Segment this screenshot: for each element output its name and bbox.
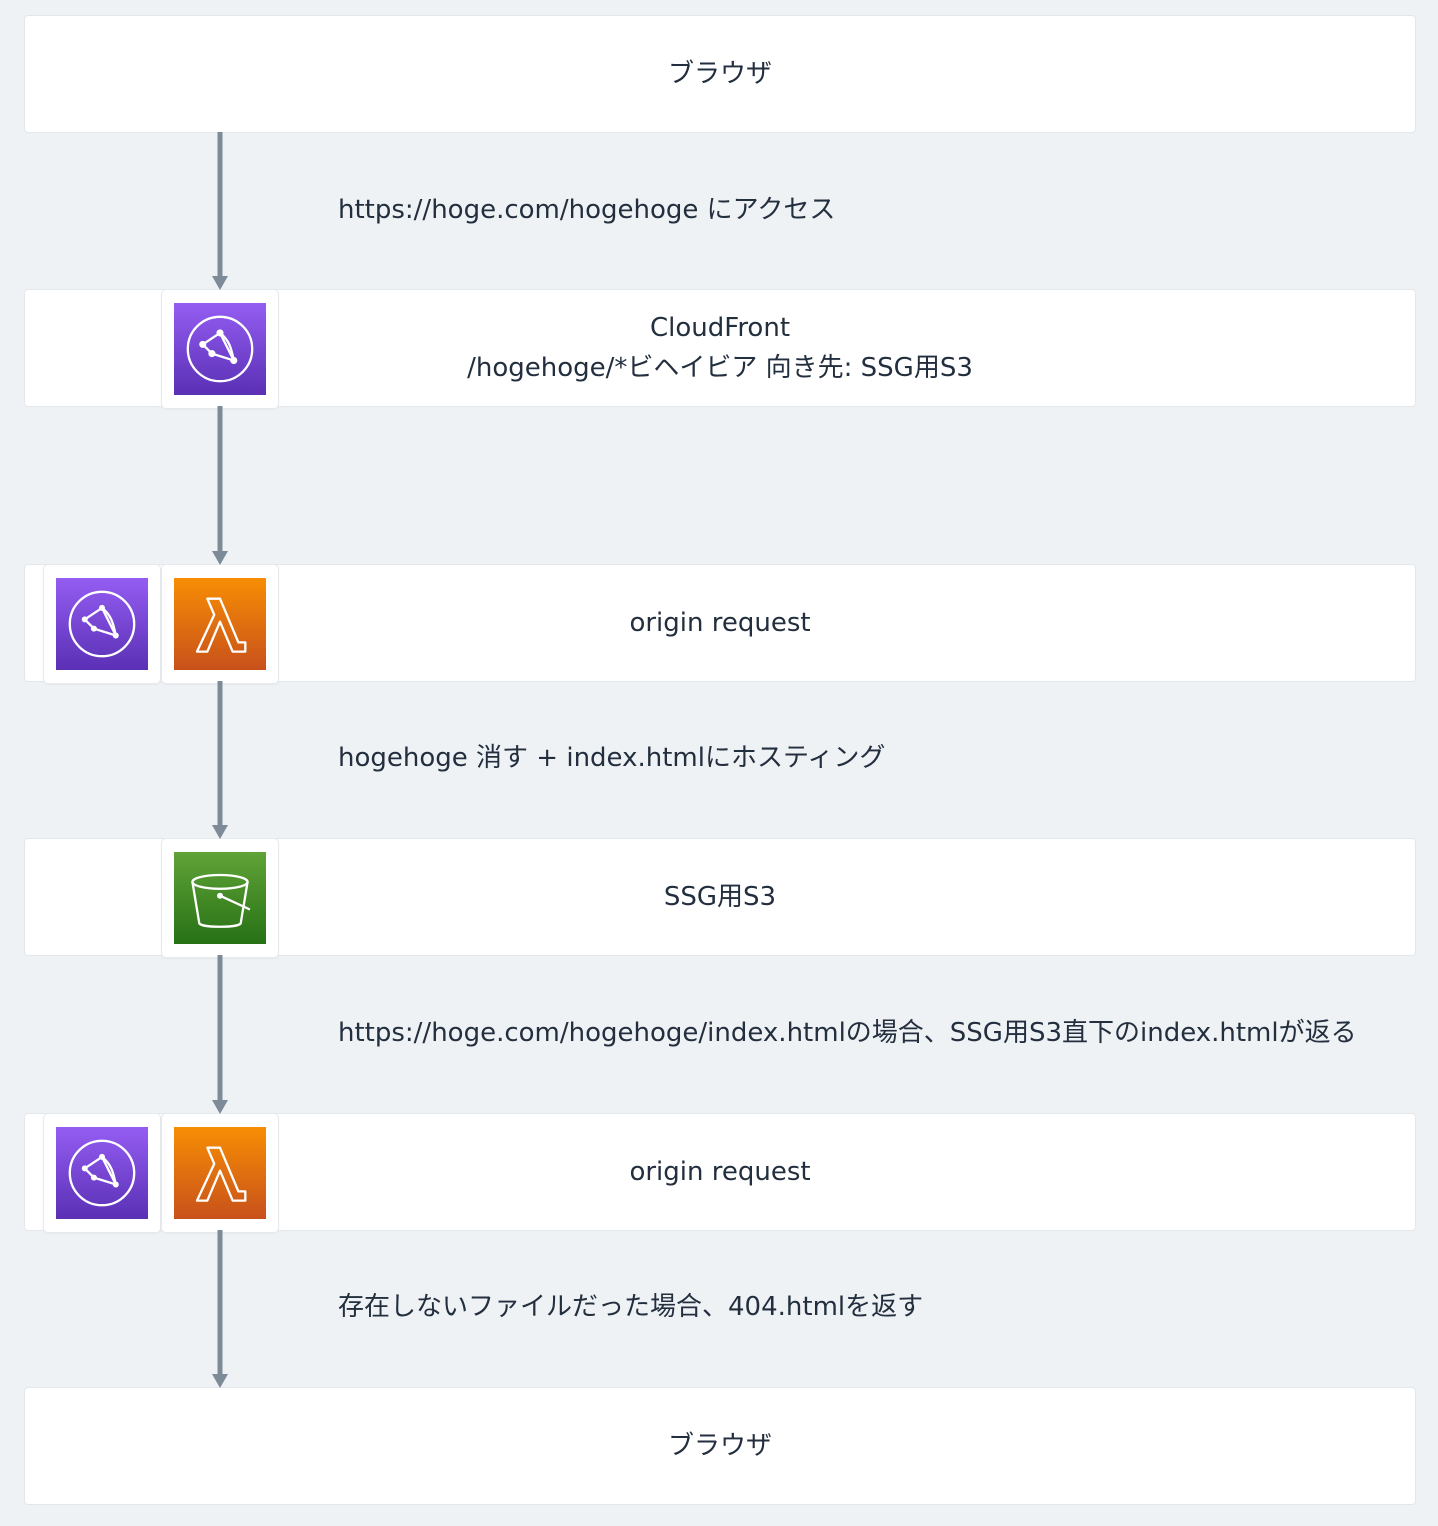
browser-bottom-label: ブラウザ [667, 1431, 772, 1461]
cloudfront-icon-card-2 [44, 565, 160, 683]
ssg-s3-label: SSG用S3 [663, 882, 777, 912]
arrow-2 [212, 406, 228, 565]
cloudfront-icon [56, 578, 148, 670]
edge-label-access: https://hoge.com/hogehoge にアクセス [338, 195, 836, 225]
lambda-icon-card-2 [162, 1114, 278, 1232]
arrow-5 [212, 1230, 228, 1388]
s3-bucket-icon [174, 852, 266, 944]
origin-request-2-label: origin request [629, 1157, 811, 1187]
arrow-4 [212, 955, 228, 1114]
cloudfront-icon [174, 303, 266, 395]
cloudfront-icon [56, 1127, 148, 1219]
cloudfront-icon-card [162, 290, 278, 408]
cloudfront-icon-card-3 [44, 1114, 160, 1232]
cloudfront-subtitle: /hogehoge/*ビヘイビア 向き先: SSG用S3 [467, 353, 973, 383]
s3-icon-card [162, 839, 278, 957]
browser-top-node: ブラウザ [25, 16, 1415, 132]
browser-bottom-node: ブラウザ [25, 1388, 1415, 1504]
edge-label-hosting: hogehoge 消す + index.htmlにホスティング [338, 743, 886, 773]
origin-request-1-label: origin request [629, 608, 811, 638]
browser-top-label: ブラウザ [667, 59, 772, 89]
edge-label-404: 存在しないファイルだった場合、404.htmlを返す [338, 1292, 924, 1322]
edge-label-index-return: https://hoge.com/hogehoge/index.htmlの場合、… [338, 1018, 1357, 1048]
lambda-icon [174, 1127, 266, 1219]
lambda-icon-card [162, 565, 278, 683]
arrow-1 [212, 132, 228, 290]
lambda-icon [174, 578, 266, 670]
arrow-3 [212, 681, 228, 839]
cloudfront-title: CloudFront [649, 313, 791, 343]
